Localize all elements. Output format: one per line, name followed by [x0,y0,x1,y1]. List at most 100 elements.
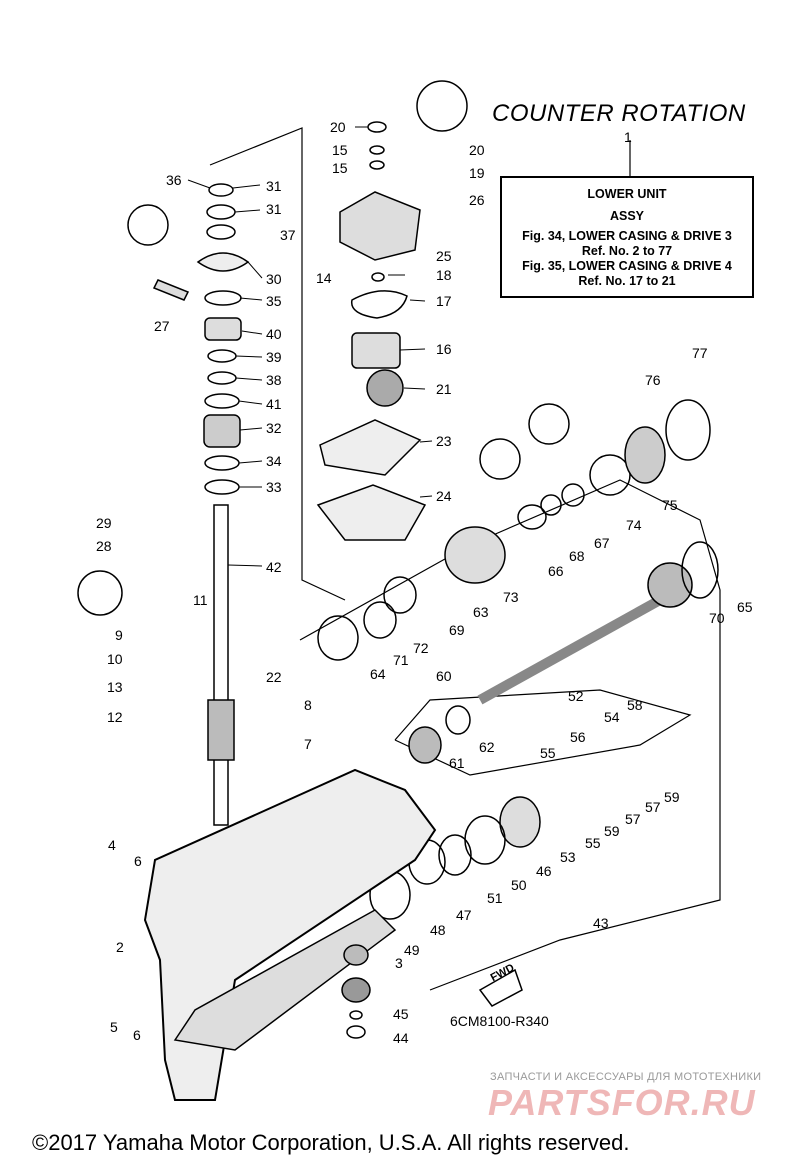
leader-lines [187,126,433,567]
watermark-logo: PARTSFOR.RU [488,1082,756,1123]
part-label: 31 [266,178,282,194]
part-label: 42 [266,559,282,575]
part-label: 39 [266,349,282,365]
part-label: 57 [645,799,661,815]
lower-casing [143,768,523,1101]
info-line-3: Fig. 34, LOWER CASING & DRIVE 3 [522,229,732,243]
part-label: 55 [540,745,556,761]
diagram-code: 6CM8100-R340 [450,1013,549,1029]
part-label: 67 [594,535,610,551]
drive-shaft-assembly [152,183,250,826]
part-label: 66 [548,563,564,579]
info-line-5: Fig. 35, LOWER CASING & DRIVE 4 [522,259,732,273]
part-label: 38 [266,372,282,388]
part-label: 8 [304,697,312,713]
info-line-1: LOWER UNIT [587,187,667,201]
part-label: 17 [436,293,452,309]
part-label: 76 [645,372,661,388]
part-label: 29 [96,515,112,531]
part-label: 37 [280,227,296,243]
part-label: 10 [107,651,123,667]
part-label: 59 [664,789,680,805]
part-label: 71 [393,652,409,668]
part-label: 34 [266,453,282,469]
diagram-title: COUNTER ROTATION [492,100,746,127]
part-label: 15 [332,142,348,158]
part-label: 58 [627,697,643,713]
part-label: 61 [449,755,465,771]
info-line-2: ASSY [609,209,645,223]
part-label: 59 [604,823,620,839]
part-label: 33 [266,479,282,495]
part-label: 46 [536,863,552,879]
info-line-4: Ref. No. 2 to 77 [581,244,673,258]
part-label: 65 [737,599,753,615]
part-label: 55 [585,835,601,851]
part-label: 72 [413,640,429,656]
part-label: 2 [116,939,124,955]
part-label: 73 [503,589,519,605]
part-label: 1 [624,129,632,145]
part-label: 5 [110,1019,118,1035]
part-label: 40 [266,326,282,342]
part-label: 44 [393,1030,409,1046]
part-labels: 2 3 4 5 6 6 7 8 9 10 11 12 13 14 15 15 1… [96,119,753,1046]
part-label: 23 [436,433,452,449]
part-label: 7 [304,736,312,752]
part-label: 24 [436,488,452,504]
part-label: 49 [404,942,420,958]
part-label: 26 [469,192,485,208]
part-label: 74 [626,517,642,533]
part-label: 70 [709,610,725,626]
part-label: 68 [569,548,585,564]
part-label: 62 [479,739,495,755]
part-label: 14 [316,270,332,286]
part-label: 28 [96,538,112,554]
part-label: 16 [436,341,452,357]
part-label: 64 [370,666,386,682]
watermark-tagline: ЗАПЧАСТИ И АКСЕССУАРЫ ДЛЯ МОТОТЕХНИКИ [490,1071,762,1083]
part-label: 43 [593,915,609,931]
part-label: 6 [134,853,142,869]
part-label: 9 [115,627,123,643]
part-label: 11 [193,592,208,608]
part-label: 77 [692,345,708,361]
reference-info-box: LOWER UNIT ASSY Fig. 34, LOWER CASING & … [500,176,754,298]
part-label: 20 [469,142,485,158]
part-label: 48 [430,922,446,938]
part-label: 31 [266,201,282,217]
part-label: 15 [332,160,348,176]
part-label: 60 [436,668,452,684]
part-label: 19 [469,165,485,181]
part-label: 4 [108,837,116,853]
info-line-6: Ref. No. 17 to 21 [578,274,676,288]
part-label: 6 [133,1027,141,1043]
part-label: 54 [604,709,620,725]
part-label: 47 [456,907,472,923]
part-label: 52 [568,688,584,704]
part-label: 75 [662,497,678,513]
part-label: 32 [266,420,282,436]
part-label: 22 [266,669,282,685]
part-label: 35 [266,293,282,309]
part-label: 45 [393,1006,409,1022]
detail-callouts [77,80,570,616]
part-label: 36 [166,172,182,188]
part-label: 21 [436,381,452,397]
part-label: 50 [511,877,527,893]
part-label: 13 [107,679,123,695]
part-label: 20 [330,119,346,135]
part-label: 53 [560,849,576,865]
part-label: 3 [395,955,403,971]
part-label: 63 [473,604,489,620]
part-label: 57 [625,811,641,827]
part-label: 30 [266,271,282,287]
part-label: 51 [487,890,503,906]
part-label: 18 [436,267,452,283]
part-label: 25 [436,248,452,264]
part-label: 12 [107,709,123,725]
part-label: 56 [570,729,586,745]
part-label: 41 [266,396,282,412]
part-label: 69 [449,622,465,638]
